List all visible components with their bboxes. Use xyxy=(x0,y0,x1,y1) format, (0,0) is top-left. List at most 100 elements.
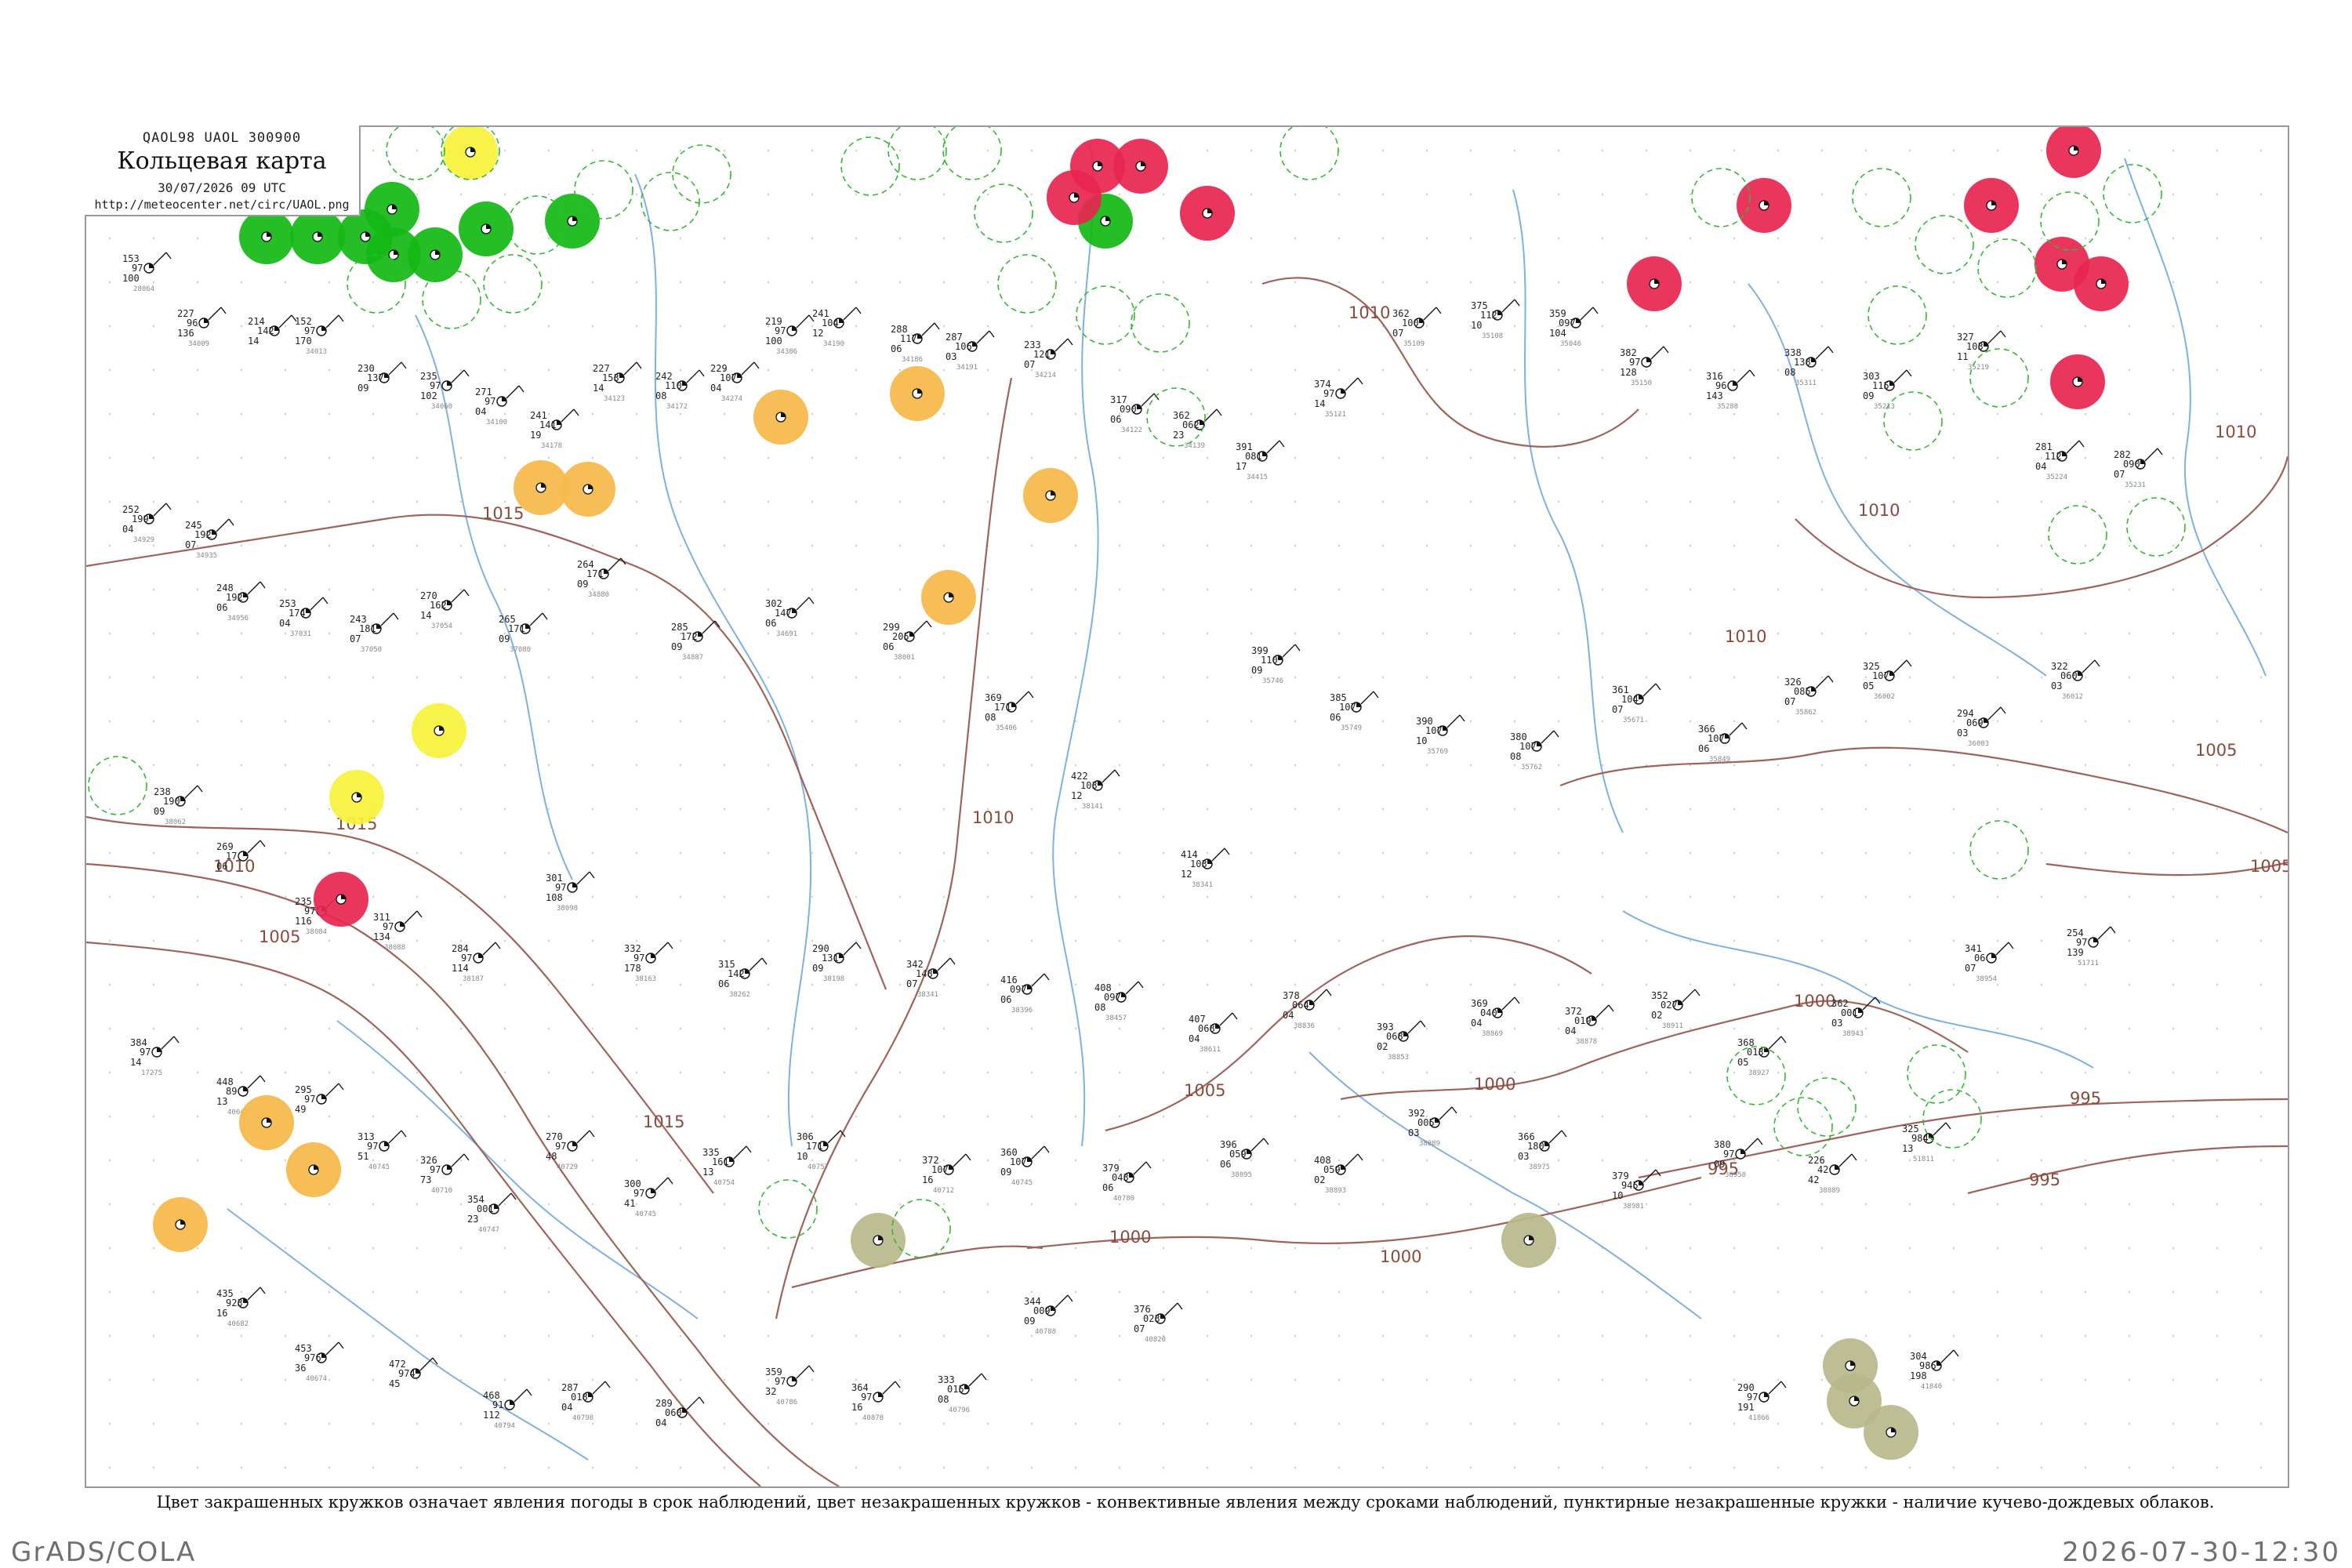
weather-circle-haze[interactable] xyxy=(286,1142,341,1197)
weather-circle-haze[interactable] xyxy=(753,390,808,445)
cumulonimbus-circle-icon[interactable] xyxy=(441,127,500,180)
weather-circle-thunder[interactable] xyxy=(1737,178,1791,233)
weather-circle-thunder[interactable] xyxy=(1180,186,1235,241)
weather-circle-thunder[interactable] xyxy=(1113,139,1168,194)
cumulonimbus-circle-icon[interactable] xyxy=(1076,285,1135,345)
weather-circle-haze[interactable] xyxy=(239,1095,294,1150)
cumulonimbus-circle-icon[interactable] xyxy=(88,756,147,815)
cumulonimbus-circle-icon[interactable] xyxy=(347,254,406,314)
cumulonimbus-circle-icon[interactable] xyxy=(891,1199,951,1258)
weather-circle-showers[interactable] xyxy=(365,182,419,237)
weather-circle-thunder[interactable] xyxy=(1964,178,2019,233)
cumulonimbus-circle-icon[interactable] xyxy=(758,1179,818,1239)
cumulonimbus-circle-icon[interactable] xyxy=(2040,191,2100,251)
cumulonimbus-circle-icon[interactable] xyxy=(386,127,445,180)
weather-circle-haze[interactable] xyxy=(890,366,945,421)
cumulonimbus-circle-icon[interactable] xyxy=(942,127,1002,180)
cumulonimbus-circle-icon[interactable] xyxy=(2048,505,2107,564)
cumulonimbus-circle-icon[interactable] xyxy=(1131,293,1190,353)
cumulonimbus-circle-icon[interactable] xyxy=(997,254,1057,314)
weather-circle-thunder[interactable] xyxy=(2074,256,2129,311)
cumulonimbus-circle-icon[interactable] xyxy=(2103,164,2162,223)
cumulonimbus-circle-icon[interactable] xyxy=(1915,215,1974,274)
weather-circle-dust[interactable] xyxy=(851,1213,906,1268)
cumulonimbus-circle-icon[interactable] xyxy=(1883,391,1943,451)
weather-circle-haze[interactable] xyxy=(921,570,976,625)
weather-circle-thunder[interactable] xyxy=(1047,170,1102,225)
cumulonimbus-circle-icon[interactable] xyxy=(507,195,567,255)
cumulonimbus-circle-icon[interactable] xyxy=(422,270,481,329)
cumulonimbus-circle-icon[interactable] xyxy=(672,144,731,204)
weather-circle-haze[interactable] xyxy=(153,1197,208,1252)
cumulonimbus-circle-icon[interactable] xyxy=(641,172,700,231)
weather-circle-dust[interactable] xyxy=(1827,1374,1882,1428)
weather-circle-showers[interactable] xyxy=(366,227,421,282)
synoptic-map[interactable]: 1015101510101005101010151010101010101010… xyxy=(86,127,2288,1486)
cumulonimbus-circle-icon[interactable] xyxy=(1969,348,2029,408)
cumulonimbus-circle-icon[interactable] xyxy=(1969,820,2029,880)
cumulonimbus-circle-icon[interactable] xyxy=(1922,1089,1982,1149)
cumulonimbus-circle-icon[interactable] xyxy=(1773,1097,1833,1156)
cumulonimbus-circle-icon[interactable] xyxy=(1797,1077,1857,1137)
cumulonimbus-circle-icon[interactable] xyxy=(1279,127,1339,180)
cumulonimbus-circle-icon[interactable] xyxy=(2126,497,2186,557)
cumulonimbus-circle-icon[interactable] xyxy=(1977,238,2037,298)
